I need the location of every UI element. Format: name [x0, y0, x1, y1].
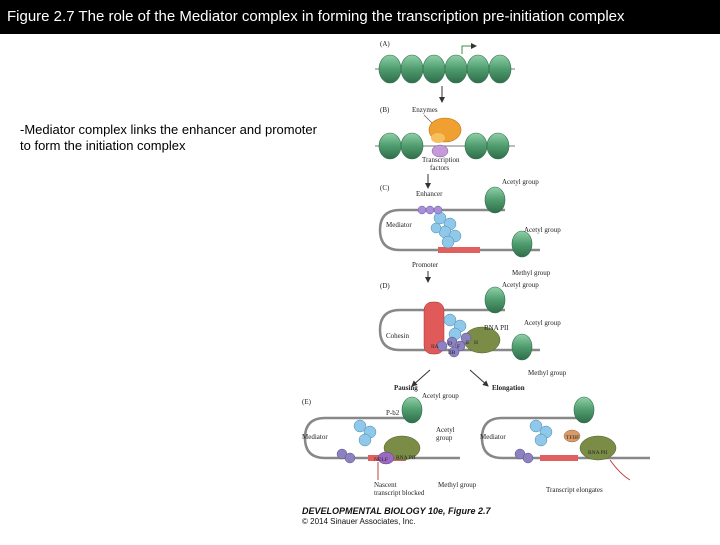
bullet-text: -Mediator complex links the enhancer and… — [20, 122, 350, 154]
p-tefb-label: P-b2 — [386, 409, 400, 417]
credit-line-2: © 2014 Sinauer Associates, Inc. — [302, 517, 416, 526]
panel-e-label: (E) — [302, 398, 312, 406]
credit-line-1: DEVELOPMENTAL BIOLOGY 10e, Figure 2.7 — [302, 506, 492, 516]
acetyl-group-label-c1: Acetyl group — [502, 178, 539, 186]
bullet-line-2: to form the initiation complex — [20, 138, 186, 153]
mediator-figure: (A) (B) Enzymes Transcription factors (C… — [290, 34, 720, 540]
acetyl-group-label-e: Acetyl group — [422, 392, 459, 400]
enzymes-label: Enzymes — [412, 106, 438, 114]
bullet-line-1: -Mediator complex links the enhancer and… — [20, 122, 317, 137]
panel-b-label: (B) — [380, 106, 390, 114]
mediator-label-e-right: Mediator — [480, 433, 506, 441]
rna-pol-ii-label-e-left: RNA PII — [396, 455, 416, 461]
tfiif-label: TFIIF — [566, 435, 579, 441]
dna-loop-d — [378, 286, 540, 361]
gtf-h-label: H — [474, 340, 478, 346]
nascent-label: Nascent — [374, 481, 397, 489]
dna-loop-c — [378, 186, 540, 258]
gtf-e-label: E — [466, 340, 470, 346]
slide-title: Figure 2.7 The role of the Mediator comp… — [7, 8, 625, 25]
transcription-factor-shape — [431, 144, 449, 158]
acetyl-group-label-d2: Acetyl group — [524, 319, 561, 327]
factors-label: factors — [430, 164, 449, 172]
panel-a-label: (A) — [380, 40, 390, 48]
elongation-label: Elongation — [492, 384, 525, 392]
cohesin-label: Cohesin — [386, 332, 409, 340]
panel-c-label: (C) — [380, 184, 390, 192]
chromatin-fiber-a — [375, 43, 515, 84]
panel-d-label: (D) — [380, 282, 390, 290]
dna-loop-e-left — [303, 396, 460, 480]
methyl-group-label-c: Methyl group — [512, 269, 551, 277]
group-label-e: group — [436, 434, 453, 442]
acetyl-group-label-c2: Acetyl group — [524, 226, 561, 234]
gtf-d-label: D — [448, 341, 452, 347]
mediator-label-e-left: Mediator — [302, 433, 328, 441]
mediator-label-c: Mediator — [386, 221, 412, 229]
gtf-f-label: F — [457, 344, 460, 350]
rna-pol-ii-label-d: RNA PII — [484, 324, 509, 332]
promoter-label: Promoter — [412, 261, 439, 269]
methyl-group-label-d: Methyl group — [528, 369, 567, 377]
gtf-iib-label: IIB — [448, 350, 456, 356]
cohesin-shape — [423, 301, 445, 355]
acetyl-label-e: Acetyl — [436, 426, 455, 434]
title-bar: Figure 2.7 The role of the Mediator comp… — [0, 0, 720, 34]
chromatin-fiber-b — [375, 117, 515, 160]
enhancer-label: Enhancer — [416, 190, 443, 198]
acetyl-group-label-d1: Acetyl group — [502, 281, 539, 289]
transcript-blocked-label: transcript blocked — [374, 489, 425, 497]
dna-loop-e-right — [480, 396, 650, 481]
pausing-label: Pausing — [394, 384, 418, 392]
transcript-elongates-label: Transcript elongates — [546, 486, 603, 494]
rna-pol-ii-label-e-right: RNA PII — [588, 450, 608, 456]
methyl-group-label-e: Methyl group — [438, 481, 477, 489]
gtf-iia-label: IIA — [431, 344, 439, 350]
nelf-label: NELF — [374, 457, 388, 463]
transcription-label: Transcription — [422, 156, 460, 164]
